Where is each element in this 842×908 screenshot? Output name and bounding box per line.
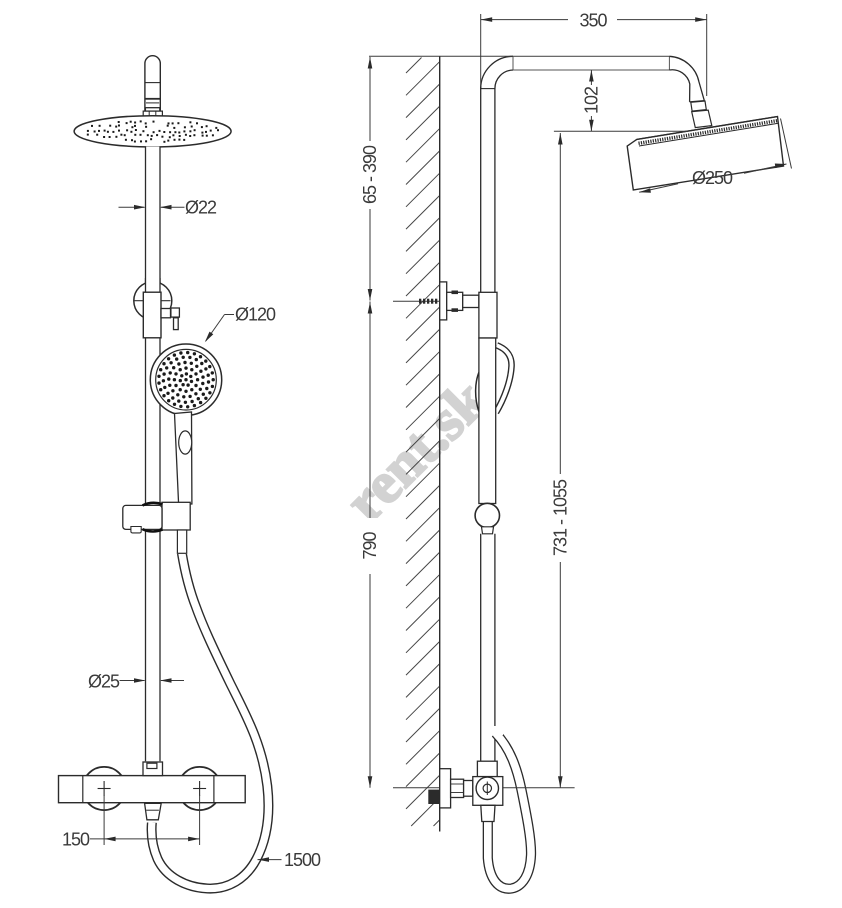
svg-text:350: 350 — [579, 11, 607, 31]
svg-text:102: 102 — [581, 86, 601, 114]
svg-text:Ø25: Ø25 — [88, 672, 120, 692]
svg-text:Ø250: Ø250 — [692, 168, 733, 188]
svg-text:1500: 1500 — [284, 850, 321, 870]
svg-text:150: 150 — [62, 830, 90, 850]
svg-text:790: 790 — [360, 532, 380, 560]
svg-text:Ø22: Ø22 — [185, 198, 217, 218]
svg-text:65 - 390: 65 - 390 — [360, 145, 380, 204]
svg-text:731 - 1055: 731 - 1055 — [550, 479, 570, 556]
svg-text:Ø120: Ø120 — [235, 305, 276, 325]
